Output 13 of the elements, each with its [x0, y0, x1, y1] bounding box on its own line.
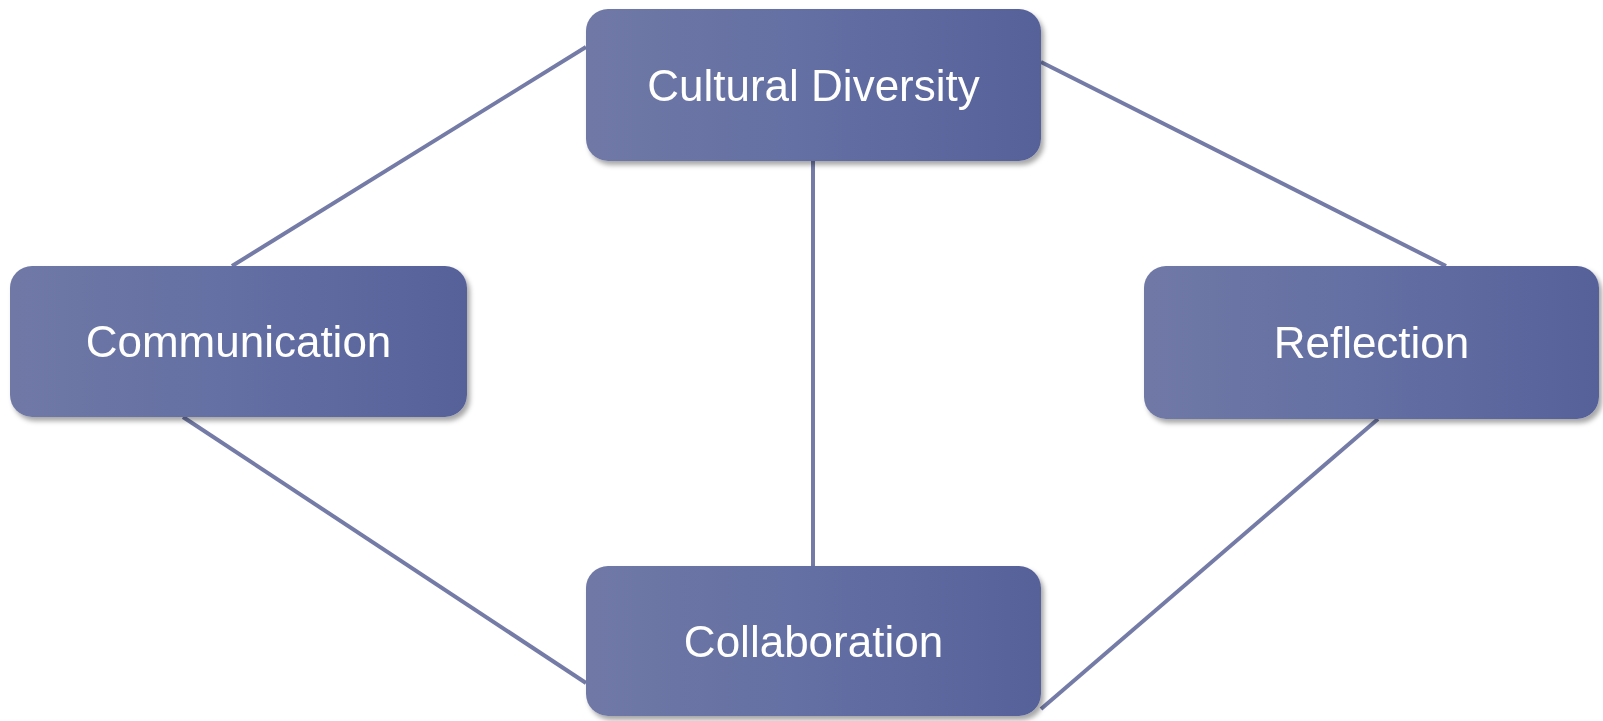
connector-line: [230, 45, 588, 268]
concept-box: [586, 9, 1041, 161]
box-label: Reflection: [1273, 317, 1470, 369]
connector-line: [181, 415, 588, 685]
connector-line: [811, 161, 815, 566]
concept-box: [1144, 266, 1599, 419]
box-label: Communication: [85, 316, 392, 368]
box-label: Cultural Diversity: [647, 59, 980, 112]
box-label: Collaboration: [683, 615, 944, 668]
connector-line: [1039, 417, 1380, 711]
connector-line: [1040, 60, 1447, 268]
concept-box: [10, 266, 467, 417]
concept-box: [586, 566, 1041, 716]
